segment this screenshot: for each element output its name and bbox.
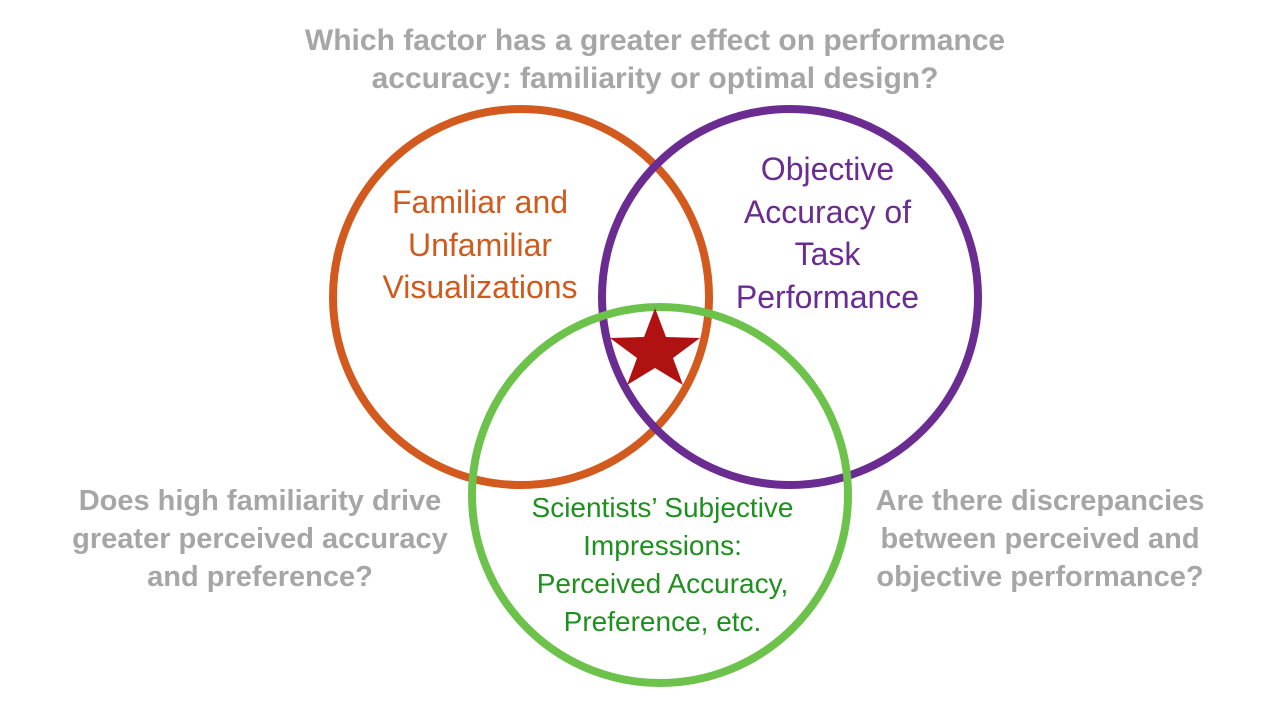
question-line: between perceived and <box>880 523 1200 555</box>
objective-circle <box>598 105 982 489</box>
label-line: Perceived Accuracy, <box>536 568 789 599</box>
label-line: Impressions: <box>583 530 742 561</box>
objective-label: Objective Accuracy of Task Performance <box>690 148 965 318</box>
label-line: Performance <box>735 278 920 315</box>
question-line: objective performance? <box>876 561 1204 593</box>
question-line: greater perceived accuracy <box>72 523 448 555</box>
title-line: Which factor has a greater effect on per… <box>304 24 1006 57</box>
label-line: Preference, etc. <box>563 606 762 637</box>
question-line: Are there discrepancies <box>875 485 1205 517</box>
title-line: accuracy: familiarity or optimal design? <box>371 62 939 95</box>
question-line: and preference? <box>147 561 373 593</box>
label-line: Familiar and <box>391 184 569 220</box>
familiar-circle <box>329 105 713 489</box>
label-line: Objective <box>760 151 895 187</box>
left-question: Does high familiarity drive greater perc… <box>40 482 480 596</box>
label-line: Scientists’ Subjective <box>531 492 794 523</box>
label-line: Unfamiliar <box>407 226 553 263</box>
subjective-label: Scientists’ Subjective Impressions: Perc… <box>490 489 835 641</box>
subjective-circle <box>468 303 852 687</box>
familiar-label: Familiar and Unfamiliar Visualizations <box>340 181 620 309</box>
star-icon <box>610 308 700 385</box>
label-line: Visualizations <box>382 269 578 305</box>
main-question: Which factor has a greater effect on per… <box>240 22 1070 98</box>
label-line: Accuracy of <box>743 193 912 230</box>
label-line: Task <box>794 236 861 272</box>
question-line: Does high familiarity drive <box>78 485 442 517</box>
right-question: Are there discrepancies between perceive… <box>840 482 1240 596</box>
